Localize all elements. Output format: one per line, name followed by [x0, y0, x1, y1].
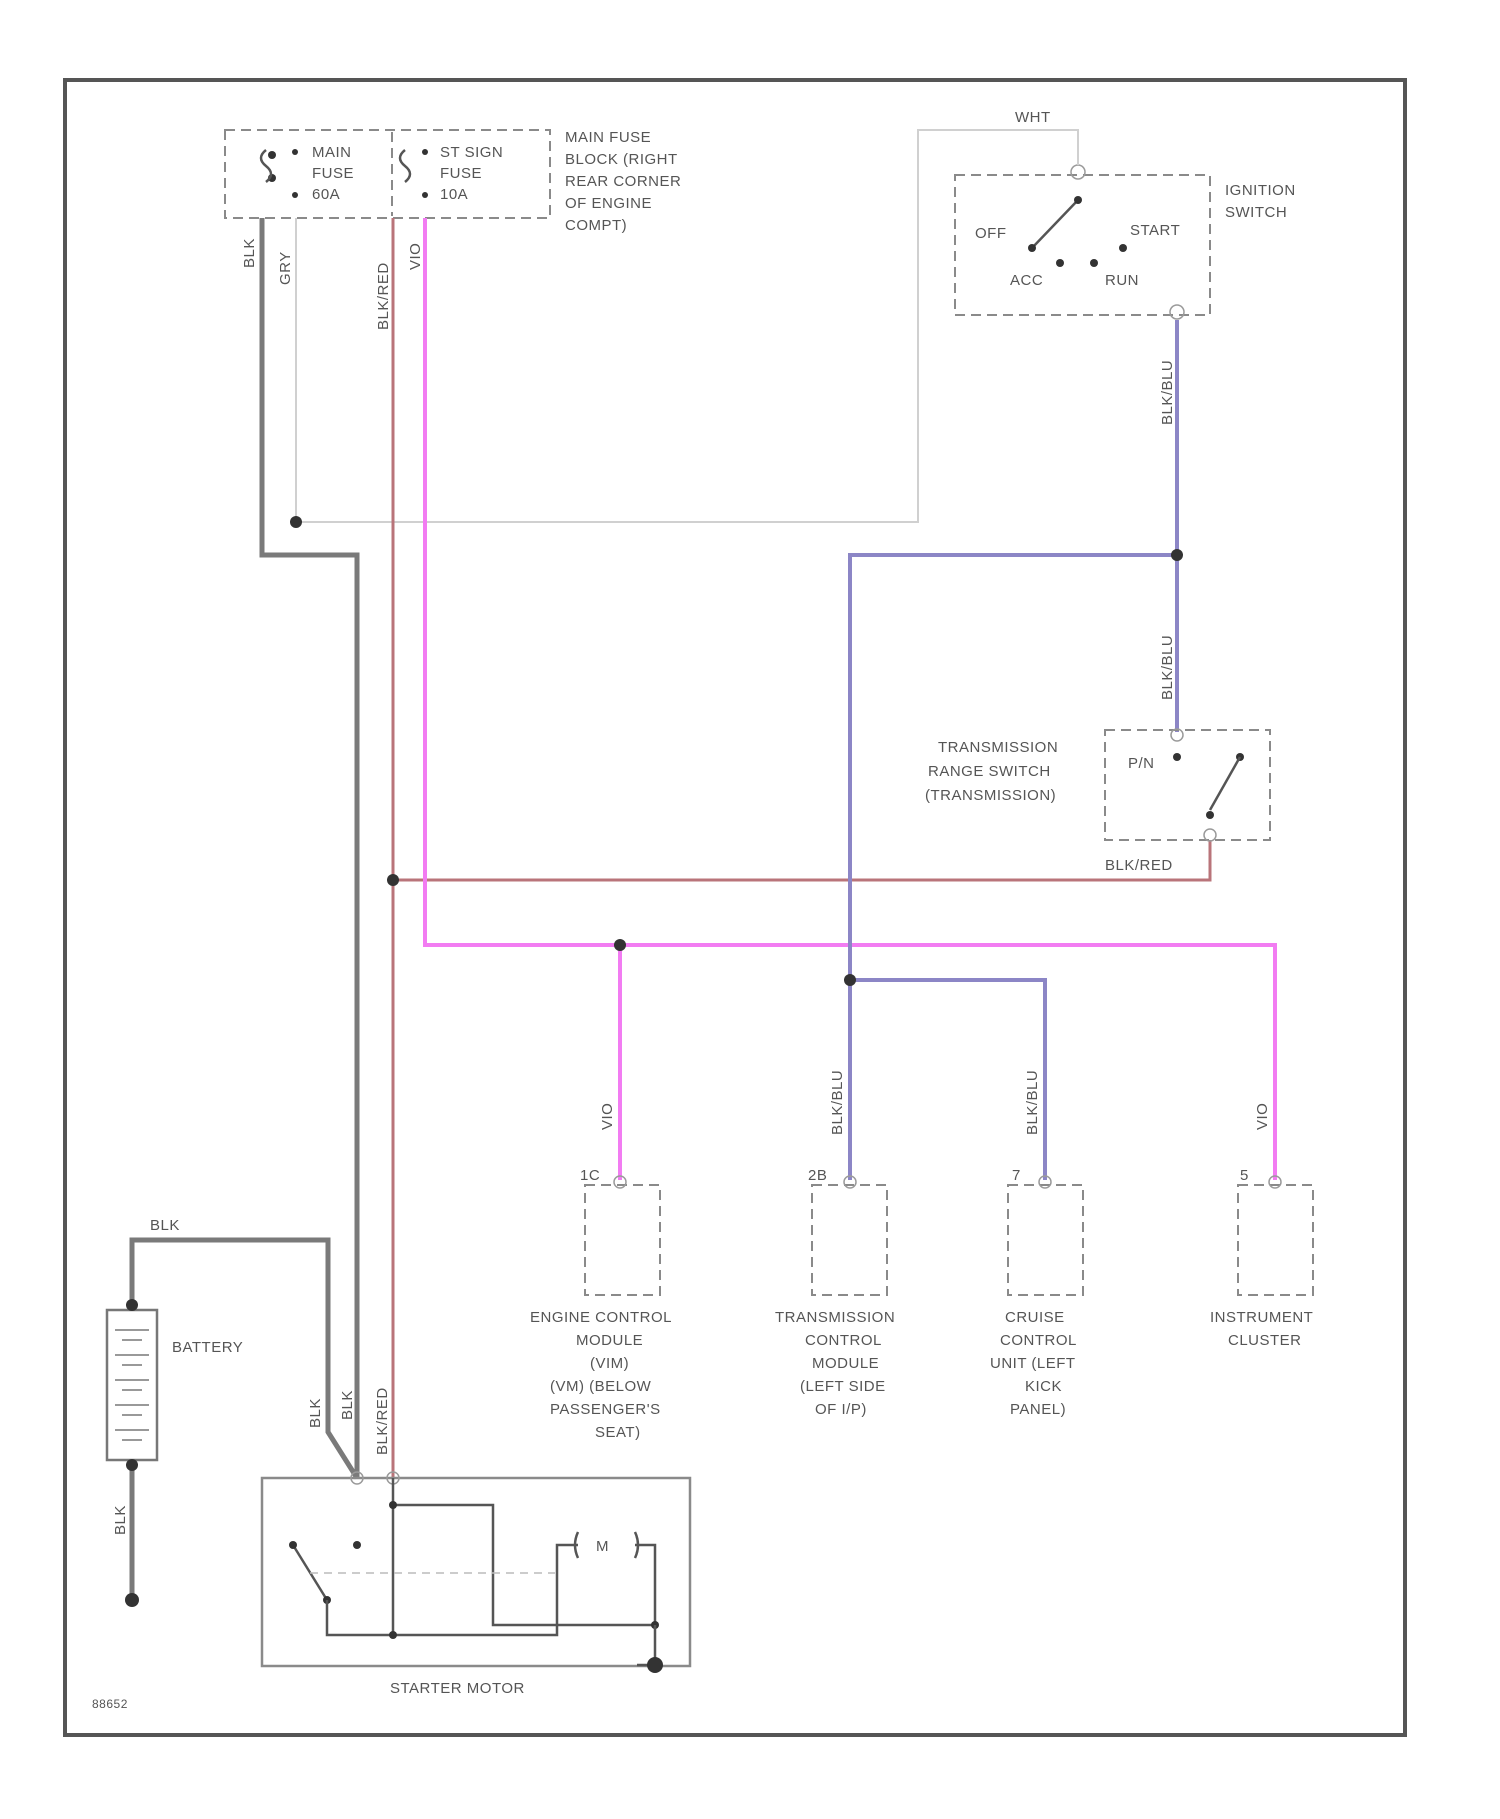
- tcm-label-3: MODULE: [812, 1355, 879, 1372]
- tcm-label-1: TRANSMISSION: [775, 1309, 895, 1326]
- cluster-pin: 5: [1240, 1167, 1249, 1184]
- ign-run-label: RUN: [1105, 272, 1139, 289]
- cruise-label-4: KICK: [1025, 1378, 1062, 1395]
- blk-red-label-top: BLK/RED: [375, 262, 392, 330]
- fuse2-line3: 10A: [440, 186, 468, 203]
- cruise-label-5: PANEL): [1010, 1401, 1066, 1418]
- blk-label-battery: BLK: [150, 1217, 180, 1234]
- blk-red-range-switch-wire: [393, 840, 1210, 880]
- gry-label-top: GRY: [277, 251, 294, 285]
- blk-blu-label-cruise: BLK/BLU: [1024, 1070, 1041, 1135]
- starter-motor-label: STARTER MOTOR: [390, 1680, 525, 1697]
- ignition-switch-outline: [955, 175, 1210, 315]
- range-switch-label-3: (TRANSMISSION): [925, 787, 1056, 804]
- blk-fuse-to-starter-wire: [262, 218, 357, 1478]
- blk-blu-cruise-wire: [850, 980, 1045, 1180]
- fuse-block-label-1: MAIN FUSE: [565, 129, 651, 146]
- blk-label-top: BLK: [241, 238, 258, 268]
- ecm-label-2: MODULE: [576, 1332, 643, 1349]
- range-switch-label-1: TRANSMISSION: [938, 739, 1058, 756]
- ign-acc-label: ACC: [1010, 272, 1043, 289]
- blk-battery-wire: [132, 1240, 357, 1478]
- ignition-switch-label-2: SWITCH: [1225, 204, 1287, 221]
- wht-wire: [296, 130, 1078, 522]
- ecm-label-5: PASSENGER'S: [550, 1401, 661, 1418]
- battery-label: BATTERY: [172, 1339, 243, 1356]
- cluster-label-1: INSTRUMENT: [1210, 1309, 1313, 1326]
- cruise-label-1: CRUISE: [1005, 1309, 1065, 1326]
- fuse2-line1: ST SIGN: [440, 144, 503, 161]
- starter-motor: M STARTER MOTOR: [262, 1472, 690, 1697]
- ground-point: [125, 1593, 139, 1607]
- range-switch-arm: [1210, 757, 1240, 810]
- fuse1-line1: MAIN: [312, 144, 352, 161]
- wht-label: WHT: [1015, 109, 1051, 126]
- cluster-label-2: CLUSTER: [1228, 1332, 1302, 1349]
- main-fuse-block: MAIN FUSE 60A ST SIGN FUSE 10A MAIN FUSE…: [225, 129, 681, 234]
- range-switch-position: P/N: [1128, 755, 1155, 772]
- fuse-block-label-5: COMPT): [565, 217, 627, 234]
- blk-blu-label-2: BLK/BLU: [1159, 635, 1176, 700]
- ignition-switch-arm: [1032, 200, 1078, 248]
- vio-label-cluster: VIO: [1254, 1103, 1271, 1130]
- cruise-label-3: UNIT (LEFT: [990, 1355, 1076, 1372]
- transmission-range-switch: P/N TRANSMISSION RANGE SWITCH (TRANSMISS…: [925, 729, 1270, 841]
- ecm-label-4: (VM) (BELOW: [550, 1378, 652, 1395]
- blk-label-ground: BLK: [112, 1505, 129, 1535]
- ign-off-label: OFF: [975, 225, 1007, 242]
- cruise-control-unit: 7 CRUISE CONTROL UNIT (LEFT KICK PANEL): [990, 1167, 1083, 1418]
- battery-cells: [115, 1330, 149, 1440]
- range-switch-outline: [1105, 730, 1270, 840]
- ignition-switch: OFF ACC RUN START IGNITION SWITCH: [955, 165, 1296, 319]
- ecm-pin: 1C: [580, 1167, 600, 1184]
- motor-symbol: M: [596, 1538, 609, 1555]
- ignition-switch-label-1: IGNITION: [1225, 182, 1296, 199]
- tcm-label-5: OF I/P): [815, 1401, 867, 1418]
- battery-body: [107, 1310, 157, 1460]
- blk-label-starter-1: BLK: [307, 1398, 324, 1428]
- transmission-control-module: 2B TRANSMISSION CONTROL MODULE (LEFT SID…: [775, 1167, 895, 1418]
- blk-red-label-starter: BLK/RED: [374, 1387, 391, 1455]
- figure-id: 88652: [92, 1697, 128, 1711]
- blk-blu-label-1: BLK/BLU: [1159, 360, 1176, 425]
- cruise-label-2: CONTROL: [1000, 1332, 1077, 1349]
- vio-label-ecm: VIO: [599, 1103, 616, 1130]
- tcm-label-2: CONTROL: [805, 1332, 882, 1349]
- instrument-cluster: 5 INSTRUMENT CLUSTER: [1210, 1167, 1313, 1349]
- blk-blu-label-tcm: BLK/BLU: [829, 1070, 846, 1135]
- fuse-10a-symbol: [400, 150, 410, 182]
- fuse1-line2: FUSE: [312, 165, 354, 182]
- fuse-block-label-3: REAR CORNER: [565, 173, 681, 190]
- ecm-label-1: ENGINE CONTROL: [530, 1309, 672, 1326]
- diagram-frame: [65, 80, 1405, 1735]
- vio-label-top: VIO: [407, 243, 424, 270]
- blk-label-starter-2: BLK: [339, 1390, 356, 1420]
- fuse2-line2: FUSE: [440, 165, 482, 182]
- ign-start-label: START: [1130, 222, 1180, 239]
- ecm-label-3: (VIM): [590, 1355, 629, 1372]
- fuse-block-label-4: OF ENGINE: [565, 195, 652, 212]
- engine-control-module: 1C ENGINE CONTROL MODULE (VIM) (VM) (BEL…: [530, 1167, 672, 1441]
- range-switch-label-2: RANGE SWITCH: [928, 763, 1051, 780]
- cruise-pin: 7: [1012, 1167, 1021, 1184]
- tcm-pin: 2B: [808, 1167, 827, 1184]
- tcm-label-4: (LEFT SIDE: [800, 1378, 886, 1395]
- starter-ground-point: [647, 1657, 663, 1673]
- fuse1-line3: 60A: [312, 186, 340, 203]
- ecm-label-6: SEAT): [595, 1424, 641, 1441]
- fuse-block-label-2: BLOCK (RIGHT: [565, 151, 678, 168]
- blk-red-label-range: BLK/RED: [1105, 857, 1173, 874]
